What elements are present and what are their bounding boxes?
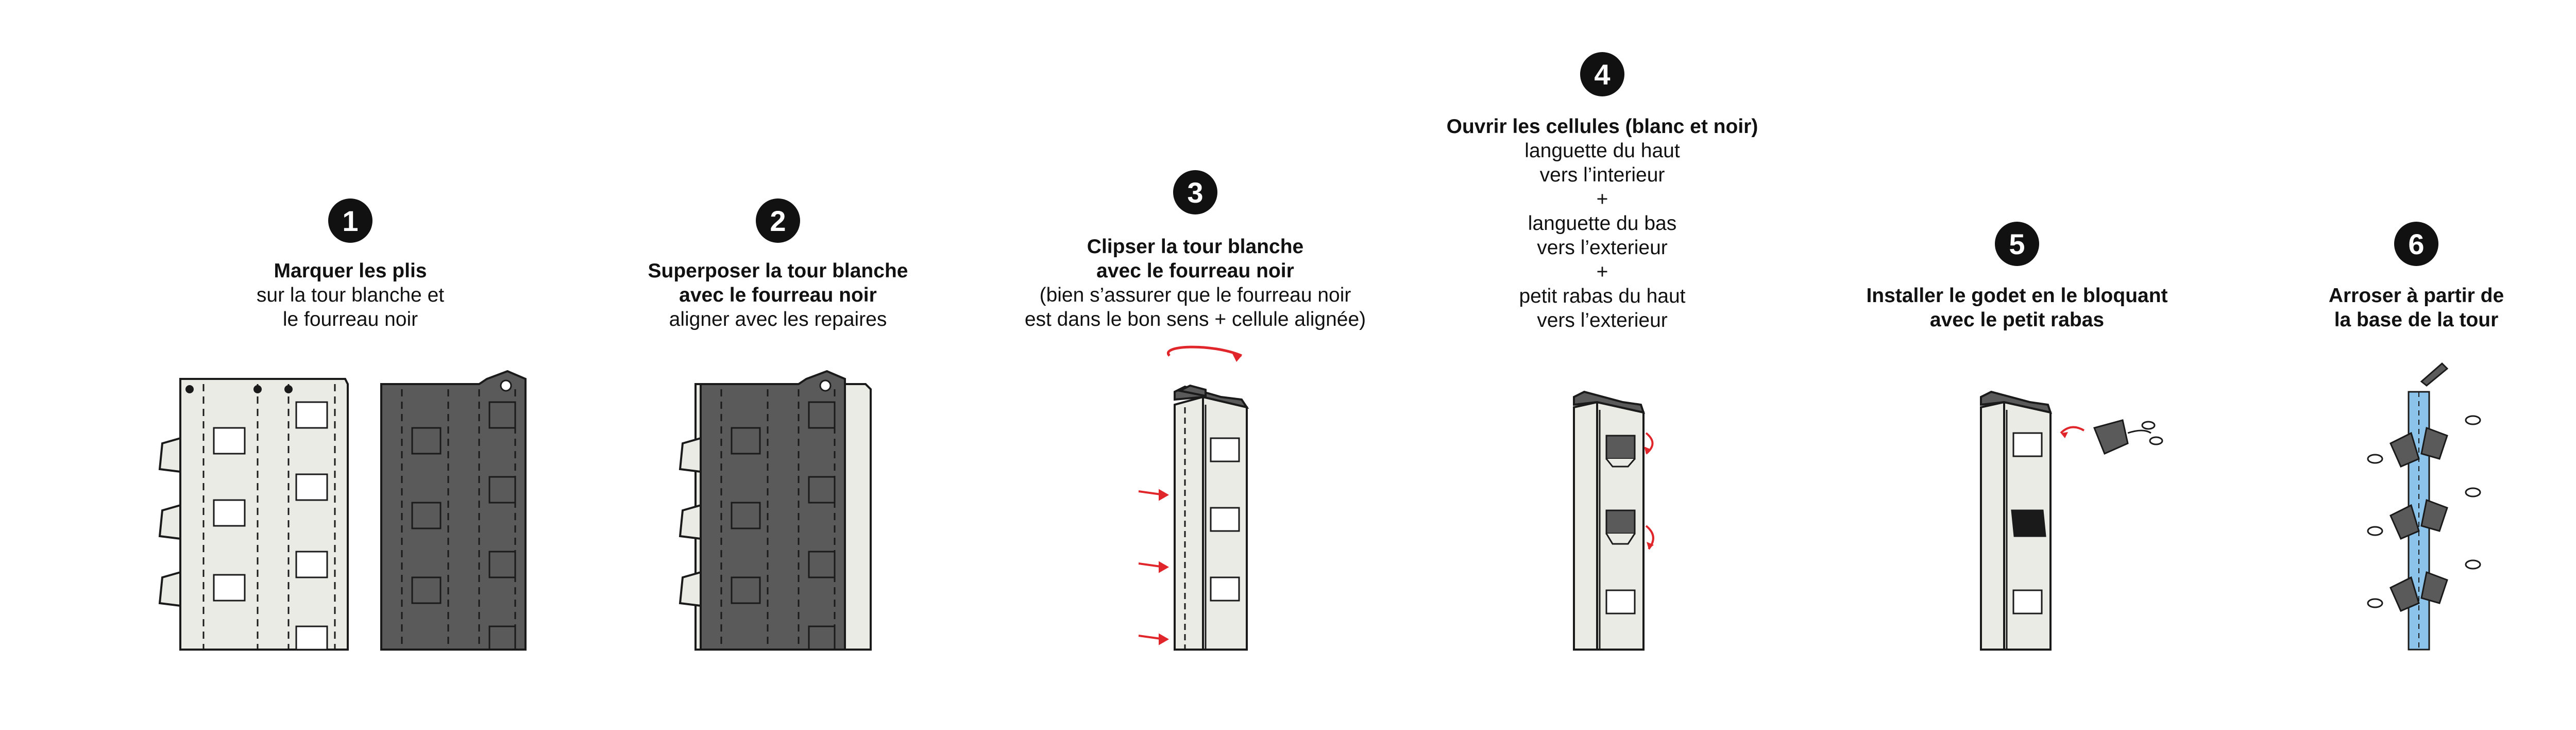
step-1: 1 Marquer les plis sur la tour blanche e… bbox=[118, 0, 582, 730]
step-2-caption-line: avec le fourreau noir bbox=[679, 284, 877, 306]
stacked-pots bbox=[2389, 426, 2448, 612]
step-6-caption-line: la base de la tour bbox=[2334, 309, 2499, 331]
step-4-caption-line: languette du bas bbox=[1528, 212, 1677, 235]
step-4-caption-line: petit rabas du haut bbox=[1519, 285, 1686, 307]
step-4-illustration bbox=[1573, 390, 1654, 651]
step-4-caption-line: vers l’exterieur bbox=[1537, 309, 1668, 331]
rotate-arrow-icon bbox=[1166, 345, 1242, 357]
step-4-caption-line: + bbox=[1596, 188, 1608, 210]
step-6-caption-line: Arroser à partir de bbox=[2328, 285, 2504, 307]
step-4-caption-line: languette du haut bbox=[1524, 140, 1680, 162]
leaves bbox=[2367, 415, 2481, 608]
step-2-number-badge: 2 bbox=[756, 198, 800, 243]
push-arrows bbox=[1138, 489, 1170, 645]
step-4-caption-line: vers l’exterieur bbox=[1537, 237, 1668, 259]
step-1-caption-line: sur la tour blanche et bbox=[256, 284, 445, 306]
step-5-number-badge: 5 bbox=[1995, 222, 2039, 266]
step-4-caption-line: vers l’interieur bbox=[1539, 164, 1665, 186]
step-1-caption: Marquer les plis sur la tour blanche et … bbox=[118, 259, 582, 331]
step-3-caption-line: est dans le bon sens + cellule alignée) bbox=[1024, 308, 1366, 330]
step-2-illustration bbox=[679, 370, 872, 651]
step-2-caption-line: aligner avec les repaires bbox=[669, 308, 887, 330]
step-6-illustration bbox=[2367, 362, 2481, 651]
plant-pot-icon bbox=[2093, 419, 2163, 455]
step-1-caption-line: Marquer les plis bbox=[274, 260, 427, 282]
watering-spout-icon bbox=[2420, 362, 2449, 387]
step-3-illustration bbox=[1138, 345, 1249, 651]
step-5-caption: Installer le godet en le bloquant avec l… bbox=[1785, 284, 2249, 332]
step-5-caption-line: avec le petit rabas bbox=[1929, 309, 2105, 331]
step-6-number-badge: 6 bbox=[2394, 222, 2438, 266]
step-2-caption: Superposer la tour blanche avec le fourr… bbox=[546, 259, 1010, 331]
step-4: 4 Ouvrir les cellules (blanc et noir) la… bbox=[1370, 0, 1834, 730]
step-4-number-badge: 4 bbox=[1580, 52, 1624, 96]
step-6: 6 Arroser à partir de la base de la tour bbox=[2184, 0, 2576, 730]
step-1-caption-line: le fourreau noir bbox=[282, 308, 418, 330]
step-5-caption-line: Installer le godet en le bloquant bbox=[1866, 285, 2168, 307]
step-1-illustration bbox=[158, 370, 527, 651]
step-5-illustration bbox=[1980, 390, 2163, 651]
step-3-caption-line: avec le fourreau noir bbox=[1096, 260, 1294, 282]
step-2-caption-line: Superposer la tour blanche bbox=[648, 260, 908, 282]
dark-sheath-flat bbox=[380, 370, 527, 651]
step-5: 5 Installer le godet en le bloquant avec… bbox=[1785, 0, 2249, 730]
step-2: 2 Superposer la tour blanche avec le fou… bbox=[546, 0, 1010, 730]
step-3-caption-line: Clipser la tour blanche bbox=[1087, 236, 1304, 258]
step-1-number-badge: 1 bbox=[328, 198, 372, 243]
step-3-caption: Clipser la tour blanche avec le fourreau… bbox=[963, 235, 1427, 331]
step-4-caption-line: + bbox=[1596, 261, 1608, 283]
step-4-caption-line: Ouvrir les cellules (blanc et noir) bbox=[1446, 115, 1758, 138]
step-4-caption: Ouvrir les cellules (blanc et noir) lang… bbox=[1370, 114, 1834, 333]
step-3-number-badge: 3 bbox=[1173, 170, 1217, 214]
step-3-caption-line: (bien s’assurer que le fourreau noir bbox=[1039, 284, 1351, 306]
step-3: 3 Clipser la tour blanche avec le fourre… bbox=[963, 0, 1427, 730]
step-6-caption: Arroser à partir de la base de la tour bbox=[2184, 284, 2576, 332]
